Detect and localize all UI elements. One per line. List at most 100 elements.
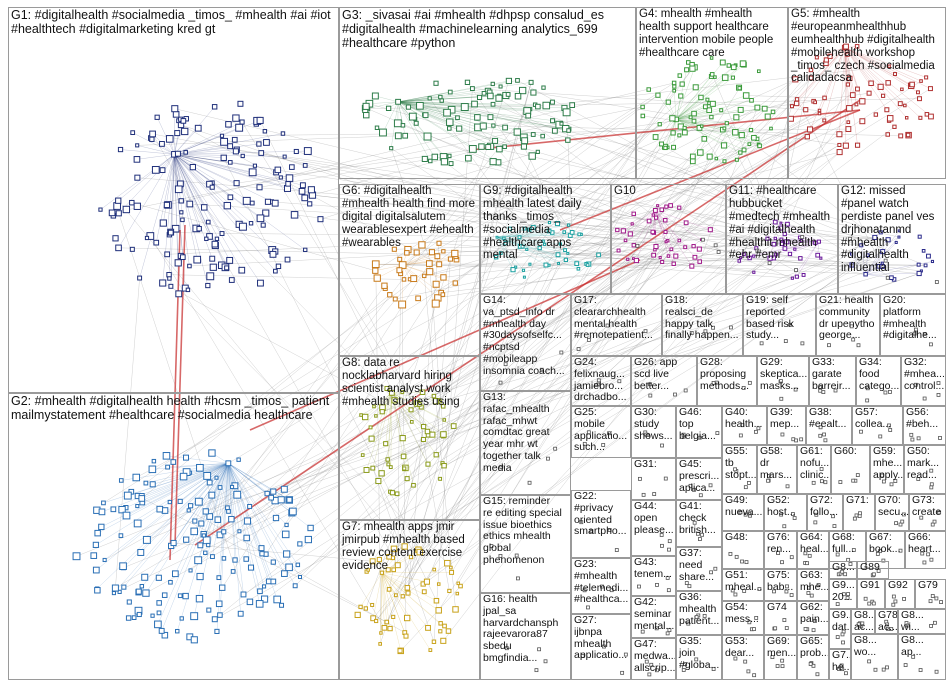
group-g30: G30: study shows... — [631, 406, 676, 458]
group-g34: G34: food catego... — [856, 356, 901, 406]
group-label: G54: mess... — [725, 602, 761, 626]
group-label: G50: mark... read... — [907, 446, 943, 481]
group-g36: G36: mhealth patient... — [676, 591, 722, 635]
group-label: G32: #mhea... control... — [904, 357, 943, 392]
group-label: G19: self reported based risk study... — [746, 295, 813, 342]
group-g61: G61: nofu... clinic... — [797, 445, 831, 494]
group-label: G43: tenem... — [634, 557, 673, 581]
group-label: G36: mhealth patient... — [679, 592, 719, 627]
group-label: G31: — [634, 459, 673, 471]
group-label: G15: reminder re editing special issue b… — [483, 496, 568, 567]
group-label: G89 — [860, 562, 886, 574]
group-label: G30: study shows... — [634, 407, 673, 442]
group-g62: G62: pain... — [797, 601, 829, 635]
group-g60: G60: — [831, 445, 870, 494]
group-g32: G32: #mhea... control... — [901, 356, 946, 406]
group-g12: G12: missed #panel watch perdiste panel … — [838, 184, 946, 294]
group-g1: G1: #digitalhealth #socialmedia _timos_ … — [8, 7, 339, 393]
group-label: G74 — [767, 602, 794, 614]
group-label: G1: #digitalhealth #socialmedia _timos_ … — [11, 8, 336, 36]
group-label: G56: #beh... — [906, 407, 943, 431]
group-label: G8... wo... — [854, 635, 895, 659]
group-label: G53: dear... — [725, 636, 761, 660]
group-g10: G10 — [611, 184, 726, 294]
group-label: G64: heal... — [800, 532, 826, 556]
group-g8w: G8... wo... — [851, 634, 898, 680]
group-g11: G11: #healthcare hubbucket #medtech #mhe… — [726, 184, 838, 294]
group-g40: G40: health... — [722, 406, 767, 445]
group-label: G59: mhe... apply... — [873, 446, 901, 481]
group-g64: G64: heal... — [797, 531, 829, 569]
group-label: G63: mhe... — [800, 570, 826, 594]
group-label: G7: mhealth apps jmir jmirpub #mhealth b… — [342, 521, 477, 573]
group-label: G55: tb stopt... — [725, 446, 754, 481]
group-label: G23: #mhealth #telemedi... #healthca... — [574, 559, 628, 606]
group-g4: G4: mhealth #mhealth health support heal… — [636, 7, 788, 179]
group-g55: G55: tb stopt... — [722, 445, 757, 494]
group-label: G29: skeptica... masks... — [760, 357, 806, 392]
group-g9x: G9... 20... — [829, 579, 857, 609]
group-label: G14: va_ptsd_info dr #mhealth day #30day… — [483, 295, 568, 377]
group-g37: G37: need share... — [676, 547, 722, 591]
group-g48: G48: — [722, 531, 764, 569]
group-g16: G16: health jpal_sa harvardchansph rajee… — [480, 593, 571, 680]
group-g69: G69: men... — [764, 635, 797, 680]
group-label: G79 — [918, 580, 943, 592]
group-g44: G44: open please... — [631, 500, 676, 556]
group-label: G67: book... — [869, 532, 902, 556]
group-label: G51: mheal... — [725, 570, 761, 594]
group-label: G72: follo... — [810, 495, 840, 519]
group-g21: G21: health community dr upenytho george… — [816, 294, 880, 356]
group-label: G13: rafac_mhealth rafac_mhwt comdtac gr… — [483, 392, 568, 474]
group-label: G33: garate barreir... — [812, 357, 853, 392]
group-label: G7... he... — [832, 650, 848, 674]
group-g14: G14: va_ptsd_info dr #mhealth day #30day… — [480, 294, 571, 391]
group-g6: G6: #digitalhealth #mhealth health find … — [339, 184, 480, 356]
group-g92: G92 — [885, 579, 915, 609]
group-label: G28: proposing methods... — [700, 357, 754, 392]
group-label: G8... ac... — [854, 610, 872, 634]
group-g7: G7: mhealth apps jmir jmirpub #mhealth b… — [339, 520, 480, 680]
group-label: G38: #eealt... — [809, 407, 849, 431]
group-label: G8... wi... — [901, 610, 943, 634]
group-label: G78 ac... — [878, 610, 895, 634]
group-g89: G89 — [857, 561, 889, 579]
group-g13: G13: rafac_mhealth rafac_mhwt comdtac gr… — [480, 391, 571, 495]
group-label: G69: men... — [767, 636, 794, 660]
group-label: G17: cleararchhealth mental health #remo… — [574, 295, 659, 342]
group-g79: G79 — [915, 579, 946, 609]
group-g57: G57: collea... — [852, 406, 903, 445]
group-g53: G53: dear... — [722, 635, 764, 680]
group-label: G92 — [888, 580, 912, 592]
group-g5: G5: #mhealth #europeanmhealthhub eumheal… — [788, 7, 946, 179]
group-label: G26: app scd live better... — [634, 357, 694, 392]
group-g78: G78 ac... — [875, 609, 898, 634]
group-label: G3: _sivasai #ai #mhealth #dhpsp consalu… — [342, 8, 633, 50]
group-label: G8... ap... — [901, 635, 943, 659]
group-label: G60: — [834, 446, 867, 458]
group-label: G24: felixnaug... jamiebro... drchadbo..… — [574, 357, 628, 404]
group-label: G6: #digitalhealth #mhealth health find … — [342, 185, 477, 249]
group-g3: G3: _sivasai #ai #mhealth #dhpsp consalu… — [339, 7, 636, 179]
group-g63: G63: mhe... — [797, 569, 829, 601]
group-label: G40: health... — [725, 407, 764, 431]
group-g41: G41: check british... — [676, 500, 722, 547]
group-g20: G20: platform #mhealth #digitalhe... — [880, 294, 946, 356]
group-label: G5: #mhealth #europeanmhealthhub eumheal… — [791, 8, 943, 85]
group-label: G91 — [860, 580, 882, 592]
group-g74: G74 — [764, 601, 797, 635]
group-label: G20: platform #mhealth #digitalhe... — [883, 295, 943, 342]
group-label: G2: #mhealth #digitalhealth health #hcsm… — [11, 394, 336, 422]
group-g25: G25: mobile applicatio... such... — [571, 406, 631, 458]
group-g7x: G7... he... — [829, 649, 851, 680]
group-g52: G52: host... — [764, 494, 807, 531]
group-g46: G46: top belgia... — [676, 406, 722, 458]
group-g76: G76: ren... — [764, 531, 797, 569]
group-label: G12: missed #panel watch perdiste panel … — [841, 185, 943, 275]
group-g65: G65: prob... — [797, 635, 829, 680]
group-label: G27: ijbnpa mhealth applicatio... — [574, 615, 628, 662]
group-label: G68: full... — [832, 532, 863, 556]
group-g38: G38: #eealt... — [806, 406, 852, 445]
group-g58: G58: dr mars... — [757, 445, 797, 494]
group-g33: G33: garate barreir... — [809, 356, 856, 406]
